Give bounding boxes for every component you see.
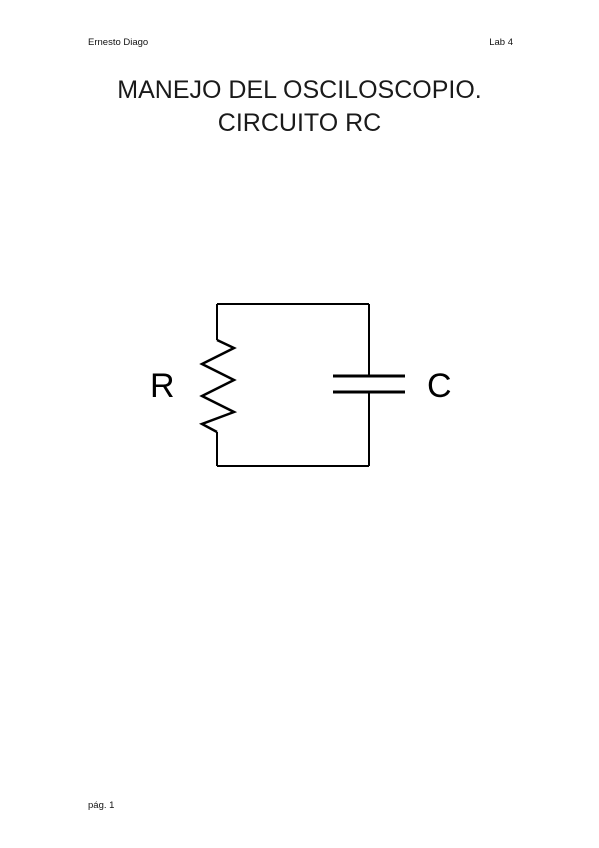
page-title: MANEJO DEL OSCILOSCOPIO. CIRCUITO RC <box>117 76 482 137</box>
resistor-symbol <box>198 338 238 434</box>
resistor-label: R <box>150 367 175 405</box>
rc-circuit-diagram: R C <box>150 303 452 467</box>
page-number: pág. 1 <box>88 800 115 811</box>
capacitor-label: C <box>427 367 452 405</box>
header-author: Ernesto Diago <box>88 37 149 48</box>
header-lab: Lab 4 <box>489 37 513 48</box>
